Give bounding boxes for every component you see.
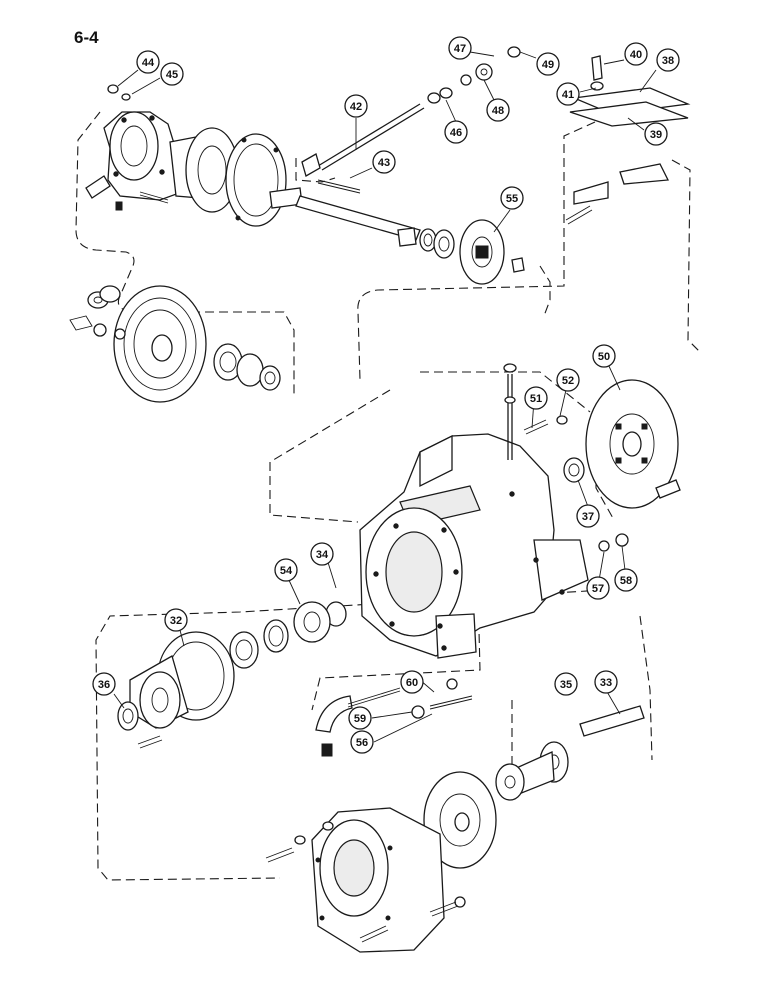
callout-48: 48 (486, 98, 510, 122)
callout-42: 42 (344, 94, 368, 118)
callout-41: 41 (556, 82, 580, 106)
hose-and-bolts (315, 678, 473, 757)
pulley-assembly (69, 285, 281, 403)
callout-55: 55 (500, 186, 524, 210)
callout-58-label: 58 (620, 575, 632, 587)
callout-34-label: 34 (316, 549, 329, 561)
callout-39-label: 39 (650, 129, 662, 141)
callout-59: 59 (348, 706, 372, 730)
callout-38: 38 (656, 48, 680, 72)
callout-43-label: 43 (378, 157, 390, 169)
callout-36-label: 36 (98, 679, 110, 691)
callout-44: 44 (136, 50, 160, 74)
callout-50: 50 (592, 344, 616, 368)
callout-52: 52 (556, 368, 580, 392)
callout-50-label: 50 (598, 351, 610, 363)
callout-49-label: 49 (542, 59, 554, 71)
callout-58: 58 (614, 568, 638, 592)
callout-38-label: 38 (662, 55, 674, 67)
callout-37-label: 37 (582, 511, 594, 523)
callout-45: 45 (160, 62, 184, 86)
callout-51-label: 51 (530, 393, 542, 405)
callout-52-label: 52 (562, 375, 574, 387)
callout-46: 46 (444, 120, 468, 144)
callout-44-label: 44 (142, 57, 155, 69)
callout-32: 32 (164, 608, 188, 632)
callout-37: 37 (576, 504, 600, 528)
bearing-stack (229, 601, 347, 669)
callout-49: 49 (536, 52, 560, 76)
callout-33: 33 (594, 670, 618, 694)
callout-51: 51 (524, 386, 548, 410)
callout-57-label: 57 (592, 583, 604, 595)
callout-56: 56 (350, 730, 374, 754)
callout-33-label: 33 (600, 677, 612, 689)
callout-34: 34 (310, 542, 334, 566)
callout-47: 47 (448, 36, 472, 60)
flywheel-housing (265, 771, 497, 953)
flange-55 (459, 219, 525, 285)
shaft-33-assembly (495, 682, 645, 801)
clutch-housing-32 (117, 631, 235, 749)
callout-36: 36 (92, 672, 116, 696)
callout-32-label: 32 (170, 615, 182, 627)
callout-57: 57 (586, 576, 610, 600)
page-number: 6-4 (74, 28, 99, 47)
callout-48-label: 48 (492, 105, 504, 117)
callout-35-label: 35 (560, 679, 572, 691)
callout-40-label: 40 (630, 49, 642, 61)
upper-housing-assembly (85, 111, 287, 227)
main-transmission-housing (359, 363, 589, 659)
callout-leaders (113, 51, 657, 743)
callout-43: 43 (372, 150, 396, 174)
callout-46-label: 46 (450, 127, 462, 139)
callout-47-label: 47 (454, 43, 466, 55)
callout-42-label: 42 (350, 101, 362, 113)
callout-60-label: 60 (406, 677, 418, 689)
callout-55-label: 55 (506, 193, 518, 205)
callout-54: 54 (274, 558, 298, 582)
callout-39: 39 (644, 122, 668, 146)
callout-40: 40 (624, 42, 648, 66)
callout-56-label: 56 (356, 737, 368, 749)
callout-59-label: 59 (354, 713, 366, 725)
callout-60: 60 (400, 670, 424, 694)
main-shaft (269, 103, 455, 259)
callout-41-label: 41 (562, 89, 574, 101)
callout-54-label: 54 (280, 565, 293, 577)
upper-small-parts (107, 46, 691, 225)
clutch-disc-50 (523, 379, 681, 552)
callout-45-label: 45 (166, 69, 178, 81)
callout-35: 35 (554, 672, 578, 696)
